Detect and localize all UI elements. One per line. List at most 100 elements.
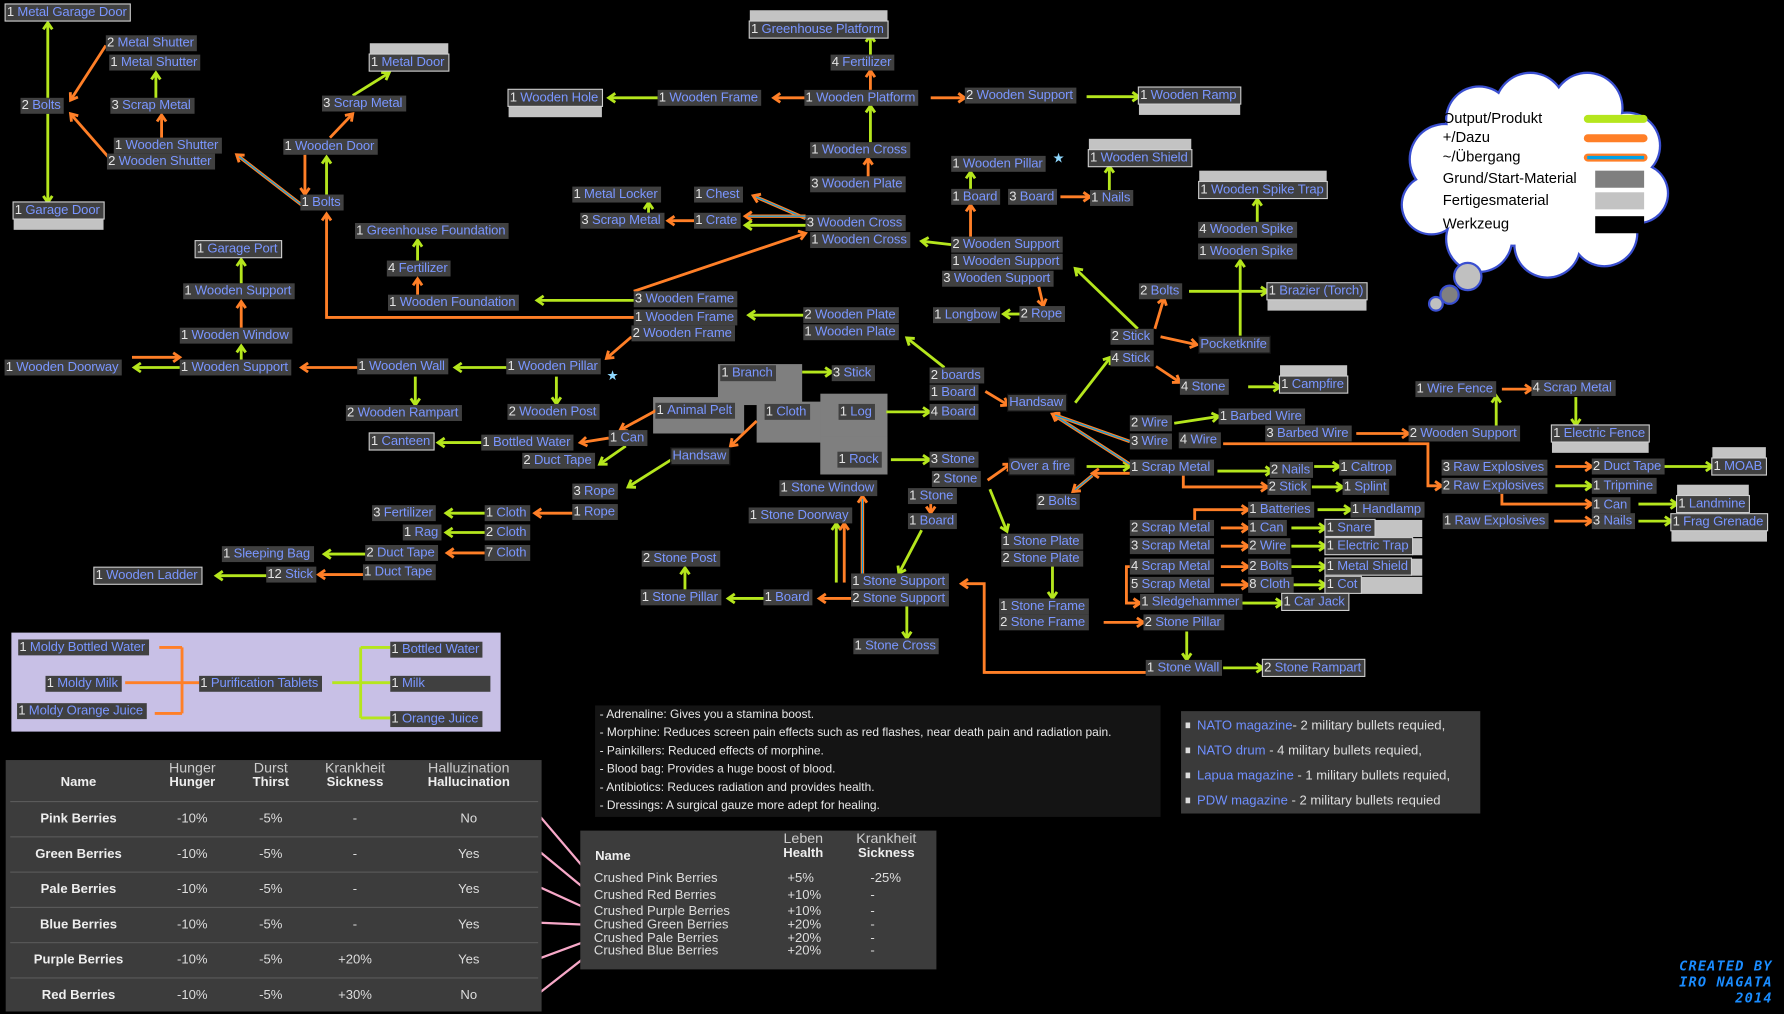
node-label: Handlamp bbox=[1362, 502, 1422, 517]
node-handsaw: Handsaw bbox=[670, 447, 731, 466]
magazine-desc: - 4 military bullets requied, bbox=[1265, 744, 1422, 758]
node-quantity: 4 bbox=[1181, 380, 1189, 394]
legend-swatch-tool bbox=[1595, 216, 1645, 234]
header-english: Sickness bbox=[326, 775, 384, 790]
table-cell: Crushed Pink Berries bbox=[593, 871, 718, 886]
legend-label: Werkzeug bbox=[1442, 215, 1510, 233]
node-label: Wooden Plate bbox=[815, 308, 896, 322]
node-quantity: 1 bbox=[811, 143, 819, 158]
table-cell: +10% bbox=[787, 904, 822, 919]
node-over-a-fire: Over a fire bbox=[1008, 457, 1075, 476]
table-cell: Red Berries bbox=[41, 988, 116, 1003]
dazu-arrow bbox=[961, 582, 1146, 674]
table-cell: No bbox=[460, 988, 478, 1003]
node-quantity: 2 bbox=[1409, 426, 1417, 441]
node-quantity: 1 bbox=[1592, 479, 1601, 493]
output-arrow bbox=[905, 336, 946, 369]
table-cell: -10% bbox=[177, 812, 208, 827]
node-label: Stone Doorway bbox=[760, 508, 849, 523]
table-cell: Yes bbox=[458, 953, 480, 968]
magazine-item: PDW magazine - 2 military bullets requie… bbox=[1185, 794, 1441, 808]
node-quantity: 1 bbox=[839, 405, 847, 419]
node-label: Wooden Cross bbox=[821, 143, 907, 158]
header-english: Hunger bbox=[169, 775, 216, 790]
node-label: Can bbox=[620, 431, 645, 445]
table-cell: - bbox=[870, 931, 875, 946]
magazine-name[interactable]: Lapua magazine bbox=[1196, 769, 1294, 783]
arrowhead-icon bbox=[235, 298, 247, 309]
node-quantity: 1 bbox=[838, 452, 846, 467]
node-quantity: 1 bbox=[656, 403, 664, 418]
node-label: Stick bbox=[843, 366, 872, 381]
node-label: Animal Pelt bbox=[667, 403, 733, 418]
arrowhead-icon bbox=[1251, 196, 1263, 207]
node-quantity: 1 bbox=[114, 138, 123, 153]
arrowhead-icon bbox=[824, 366, 835, 378]
node-quantity: 1 bbox=[391, 642, 399, 657]
header-english: Thirst bbox=[252, 775, 289, 790]
dazu-arrow bbox=[619, 408, 659, 432]
magazine-name[interactable]: PDW magazine bbox=[1196, 794, 1288, 808]
node-label: Scrap Metal bbox=[1141, 460, 1211, 475]
node-label: Wire bbox=[1141, 434, 1169, 449]
magazine-item: Lapua magazine - 1 military bullets requ… bbox=[1185, 769, 1450, 783]
credit-line: 2014 bbox=[1735, 989, 1773, 1006]
arrowhead-icon bbox=[750, 192, 762, 204]
output-arrow bbox=[598, 444, 627, 466]
node-quantity: 4 bbox=[1111, 351, 1119, 366]
node-quantity: 1 bbox=[1340, 460, 1348, 475]
finished-band bbox=[1412, 538, 1423, 556]
arrowhead-icon bbox=[131, 361, 142, 374]
node-quantity: 1 bbox=[780, 481, 788, 495]
medicine-item: - Dressings: A surgical gauze more adept… bbox=[599, 798, 880, 813]
node-label: Rope bbox=[1031, 307, 1063, 321]
node-quantity: 1 bbox=[609, 431, 618, 445]
node-quantity: 1 bbox=[358, 359, 366, 374]
node-label: Stick bbox=[285, 567, 313, 582]
table-cell: -5% bbox=[259, 953, 283, 968]
node-quantity: 1 bbox=[507, 359, 515, 374]
node-quantity: 1 bbox=[6, 5, 14, 20]
table-row: Crushed Blue Berries+20%- bbox=[594, 944, 935, 958]
arrowhead-icon bbox=[625, 479, 637, 489]
table-cell: - bbox=[870, 918, 875, 932]
node-label: Stone bbox=[919, 489, 954, 503]
finished-band bbox=[1712, 447, 1766, 459]
node-quantity: 2 bbox=[1249, 539, 1257, 553]
node-quantity: 3 bbox=[1442, 460, 1450, 475]
header-english: Name bbox=[60, 775, 97, 790]
dazu-arrow bbox=[69, 112, 112, 161]
node-label: Rag bbox=[414, 525, 439, 540]
transition-arrow-core bbox=[1052, 413, 1131, 465]
node-label: Stone Rampart bbox=[1274, 661, 1362, 675]
magazine-name[interactable]: NATO magazine bbox=[1196, 719, 1293, 733]
arrowhead-icon bbox=[742, 210, 753, 222]
node-quantity: 1 bbox=[370, 434, 379, 449]
node-quantity: 8 bbox=[1249, 578, 1257, 592]
magazine-name[interactable]: NATO drum bbox=[1196, 744, 1266, 758]
arrowhead-icon bbox=[1240, 522, 1251, 534]
arrowhead-icon bbox=[409, 397, 421, 408]
arrowhead-icon bbox=[1073, 266, 1084, 277]
node-quantity: 1 bbox=[952, 157, 960, 171]
node-label: Rope bbox=[584, 505, 615, 519]
node-label: Stone bbox=[1191, 380, 1226, 394]
node-label: Wooden Ladder bbox=[106, 568, 198, 583]
bullet-icon bbox=[1185, 773, 1191, 779]
node-label: Wooden Rampart bbox=[357, 406, 459, 420]
node-label: Wooden Support bbox=[194, 284, 292, 299]
node-label: Caltrop bbox=[1350, 460, 1393, 475]
